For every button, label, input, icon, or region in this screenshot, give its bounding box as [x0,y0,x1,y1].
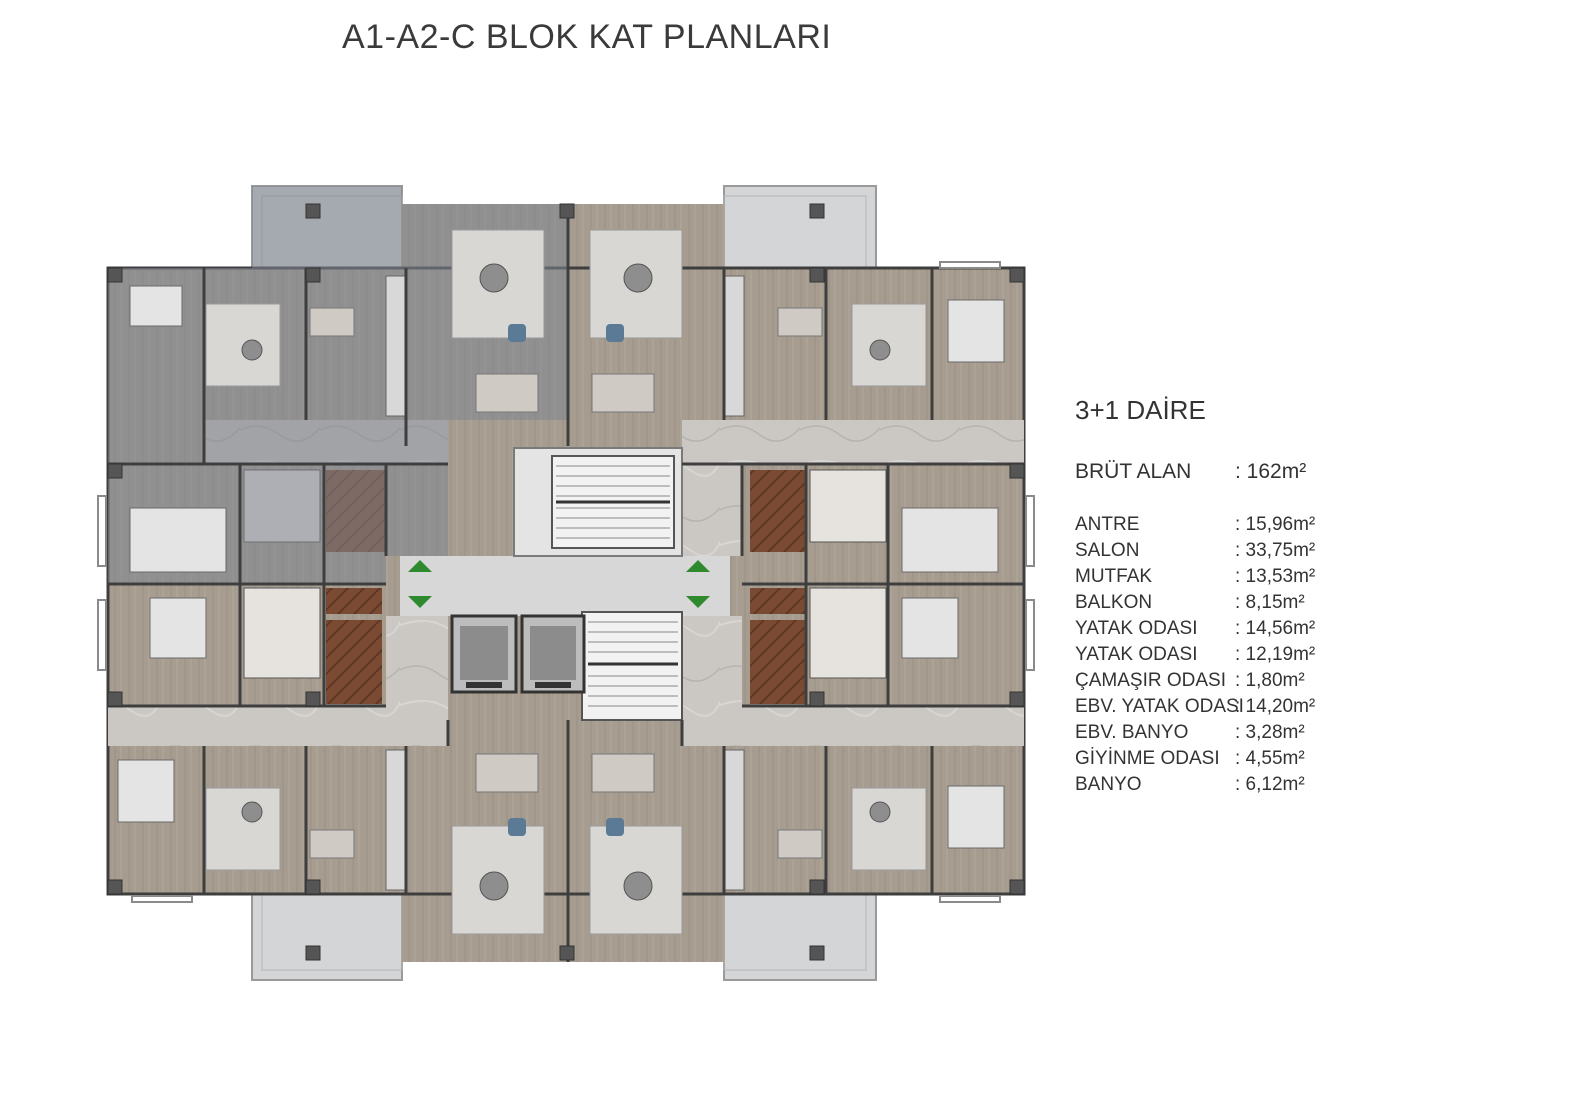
room-label: EBV. BANYO [1075,722,1189,743]
room-label: BANYO [1075,774,1142,795]
room-area: : 14,20m² [1235,696,1316,717]
kitchen-counters [385,275,745,891]
room-row: YATAK ODASI : 12,19m² [1075,644,1375,670]
gross-area-label: BRÜT ALAN [1075,460,1192,483]
bathroom-br-2 [750,620,806,704]
arrow-up-left-icon [408,560,432,572]
balcony-bottom-left [251,893,403,981]
bathroom-tr [750,470,806,552]
floor-plan [97,185,1035,981]
gross-area-value: : 162m² [1235,460,1307,483]
room-row: SALON : 33,75m² [1075,540,1375,566]
interior-walls [108,204,1024,962]
room-area: : 12,19m² [1235,644,1316,665]
hall-right-upper [682,464,742,556]
arrow-down-right-icon [686,596,710,608]
corridor-top-right [682,420,1024,464]
bathroom-bl-1 [326,588,382,614]
armchairs [508,324,624,836]
staircase-top [513,447,683,557]
room-area: : 14,56m² [1235,618,1316,639]
room-area: : 33,75m² [1235,540,1316,561]
balcony-bottom-right [723,893,877,981]
gross-area-row: BRÜT ALAN : 162m² [1075,460,1375,488]
room-area: : 13,53m² [1235,566,1316,587]
windows [97,261,1035,903]
balcony-top-right [723,185,877,269]
corridor-bottom-right [682,706,1024,746]
room-label: BALKON [1075,592,1153,613]
bathroom-br-1 [750,588,806,614]
room-label: SALON [1075,540,1140,561]
room-row: ANTRE : 15,96m² [1075,514,1375,540]
room-label: YATAK ODASI [1075,618,1198,639]
page-title: A1-A2-C BLOK KAT PLANLARI [342,18,832,56]
arrow-up-right-icon [686,560,710,572]
room-row: BALKON : 8,15m² [1075,592,1375,618]
room-area: : 4,55m² [1235,748,1305,769]
arrow-down-left-icon [408,596,432,608]
bathroom-bl-2 [326,620,382,704]
room-area: : 1,80m² [1235,670,1305,691]
round-tables [241,263,891,901]
room-row: BANYO : 6,12m² [1075,774,1375,800]
dining-tables [309,307,823,859]
room-label: GİYİNME ODASI [1075,748,1220,769]
room-area: : 6,12m² [1235,774,1305,795]
corridor-bottom-left [108,706,448,746]
hall-center [400,556,730,616]
room-label: MUTFAK [1075,566,1153,587]
room-area: : 15,96m² [1235,514,1316,535]
hall-left-lower [386,616,448,706]
room-row: EBV. BANYO : 3,28m² [1075,722,1375,748]
room-label: EBV. YATAK ODASI [1075,696,1244,717]
unit-type: 3+1 DAİRE [1075,395,1206,425]
room-label: YATAK ODASI [1075,644,1198,665]
room-row: GİYİNME ODASI : 4,55m² [1075,748,1375,774]
elevator-left [450,614,518,694]
elevator-right [520,614,586,694]
hall-right-lower [682,616,742,706]
room-area: : 8,15m² [1235,592,1305,613]
room-row: YATAK ODASI : 14,56m² [1075,618,1375,644]
room-row: ÇAMAŞIR ODASI : 1,80m² [1075,670,1375,696]
room-row: EBV. YATAK ODASI : 14,20m² [1075,696,1375,722]
room-area: : 3,28m² [1235,722,1305,743]
room-label: ANTRE [1075,514,1140,535]
columns [107,203,1025,961]
room-label: ÇAMAŞIR ODASI [1075,670,1226,691]
room-row: MUTFAK : 13,53m² [1075,566,1375,592]
unit-info-panel: 3+1 DAİRE BRÜT ALAN : 162m² ANTRE : 15,9… [1075,395,1375,800]
staircase-bottom [581,611,683,721]
beds [117,285,1005,849]
